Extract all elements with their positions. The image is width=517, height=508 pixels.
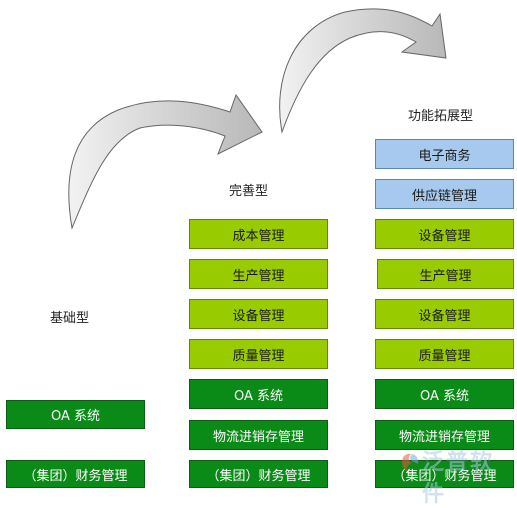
module-box-complete-oa: OA 系统 bbox=[189, 379, 328, 409]
curved-arrow-icon bbox=[68, 93, 263, 230]
module-box-extended-oa: OA 系统 bbox=[375, 379, 514, 409]
module-label: 质量管理 bbox=[232, 348, 285, 364]
module-box-basic-finance: （集团）财务管理 bbox=[6, 460, 145, 488]
module-label: 生产管理 bbox=[232, 268, 285, 284]
module-box-extended-logistics: 物流进销存管理 bbox=[375, 420, 514, 450]
column-title-basic: 基础型 bbox=[50, 311, 90, 326]
module-box-complete-finance: （集团）财务管理 bbox=[189, 460, 328, 488]
module-box-complete-logistics: 物流进销存管理 bbox=[189, 420, 328, 450]
curved-arrow-icon bbox=[279, 8, 447, 134]
module-label: 物流进销存管理 bbox=[398, 429, 490, 445]
module-label: 质量管理 bbox=[418, 348, 471, 364]
module-label: 设备管理 bbox=[232, 308, 285, 324]
module-label: （集团）财务管理 bbox=[23, 468, 128, 484]
module-label: 电子商务 bbox=[418, 148, 471, 164]
module-label: 生产管理 bbox=[419, 268, 472, 284]
module-box-basic-oa: OA 系统 bbox=[6, 400, 145, 429]
module-label: OA 系统 bbox=[233, 388, 284, 404]
column-title-complete: 完善型 bbox=[229, 184, 269, 199]
module-box-complete-equipment: 设备管理 bbox=[189, 299, 328, 329]
module-label: （集团）财务管理 bbox=[206, 468, 311, 484]
module-box-complete-cost: 成本管理 bbox=[189, 219, 328, 249]
module-label: OA 系统 bbox=[50, 409, 101, 424]
module-box-extended-supply-chain: 供应链管理 bbox=[375, 179, 514, 209]
module-label: （集团）财务管理 bbox=[392, 468, 497, 484]
module-label: 物流进销存管理 bbox=[212, 429, 304, 445]
module-box-extended-quality: 质量管理 bbox=[375, 339, 514, 369]
module-label: 设备管理 bbox=[418, 308, 471, 324]
module-label: 成本管理 bbox=[232, 228, 285, 244]
module-box-complete-production: 生产管理 bbox=[189, 259, 328, 289]
module-box-complete-quality: 质量管理 bbox=[189, 339, 328, 369]
module-box-extended-equipment-1: 设备管理 bbox=[375, 219, 514, 249]
module-label: OA 系统 bbox=[419, 388, 470, 404]
module-box-extended-ecommerce: 电子商务 bbox=[375, 139, 514, 169]
module-box-extended-production: 生产管理 bbox=[377, 259, 514, 289]
column-title-extended: 功能拓展型 bbox=[408, 109, 474, 124]
module-label: 供应链管理 bbox=[411, 188, 477, 204]
module-label: 设备管理 bbox=[418, 228, 471, 244]
progression-arrows bbox=[68, 8, 447, 230]
module-box-extended-equipment-2: 设备管理 bbox=[375, 299, 514, 329]
module-box-extended-finance: （集团）财务管理 bbox=[375, 460, 514, 488]
